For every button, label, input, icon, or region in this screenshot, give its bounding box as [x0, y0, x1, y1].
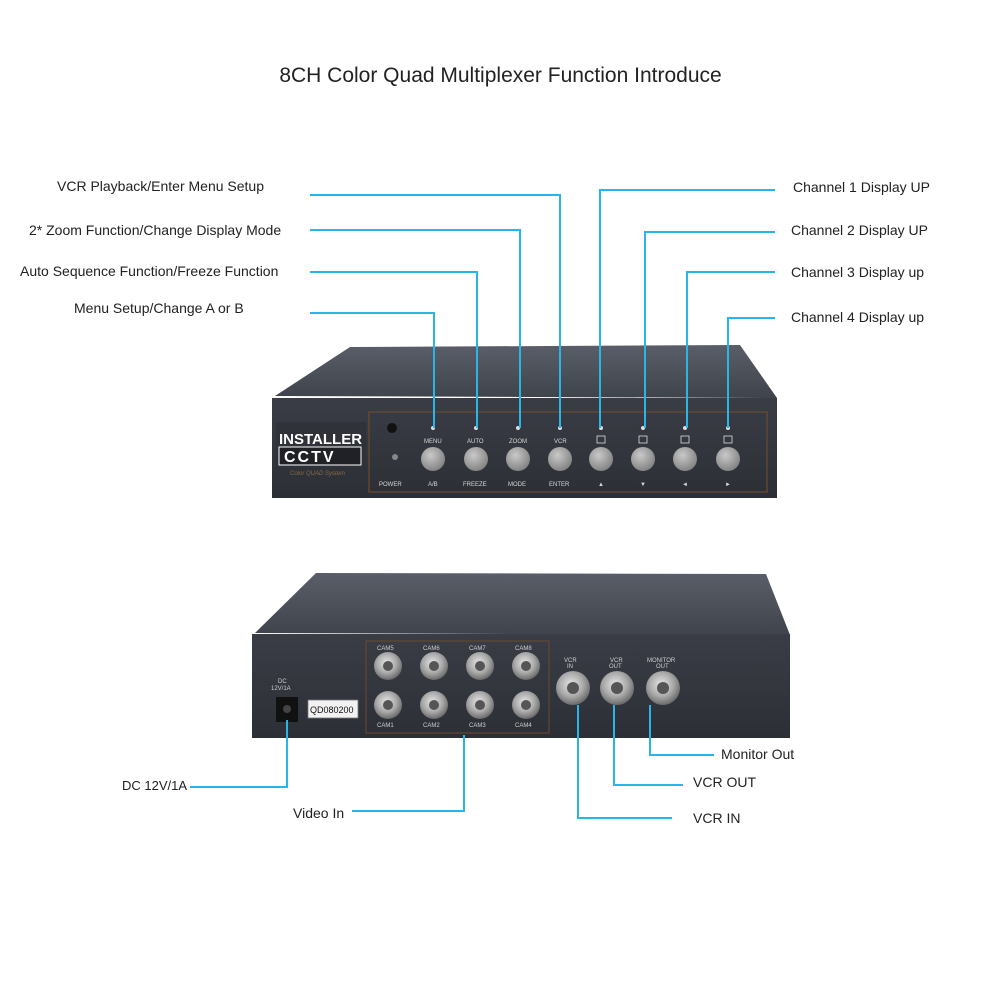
line-ch3 [686, 271, 775, 428]
line-zoom [310, 229, 521, 428]
brand-sub: Color QUAD System [290, 471, 345, 477]
ch2-bottom-label: ▼ [640, 482, 646, 488]
power-label: POWER [379, 482, 402, 488]
menu-button[interactable] [421, 447, 445, 471]
model-sticker [307, 699, 359, 719]
vcr-out-label-2: OUT [609, 664, 622, 670]
cam3-label: CAM3 [469, 723, 486, 729]
callout-monitor-out: Monitor Out [721, 746, 795, 762]
power-switch [392, 454, 398, 460]
rear-unit-top [255, 573, 790, 635]
line-monitor-out [649, 705, 714, 756]
brand-cctv: CCTV [284, 449, 336, 466]
brand-installer: INSTALLER [279, 431, 362, 448]
ch3-button[interactable] [673, 447, 697, 471]
monitor-out-label-1: MONITOR [647, 658, 676, 664]
callout-vcr-out: VCR OUT [693, 774, 756, 790]
vcr-top-label: VCR [554, 439, 567, 445]
cam6-label: CAM6 [423, 646, 440, 652]
ch4-quad-icon [723, 435, 733, 444]
callout-channel-1: Channel 1 Display UP [793, 179, 930, 195]
dc-jack-hole [283, 705, 291, 713]
cam6-bnc-pin [429, 661, 439, 671]
cam3-bnc-pin [475, 700, 485, 710]
rear-callout-lines [190, 705, 714, 819]
monitor-out-bnc-pin [657, 682, 669, 694]
cam8-bnc-pin [521, 661, 531, 671]
vcr-in-label-1: VCR [564, 658, 577, 664]
auto-top-label: AUTO [467, 439, 484, 445]
cam7-bnc-pin [475, 661, 485, 671]
vcr-out-bnc-pin [611, 682, 623, 694]
cam2-label: CAM2 [423, 723, 440, 729]
front-unit: INSTALLER CCTV Color QUAD System POWER M… [272, 345, 777, 498]
video-in-block [365, 640, 550, 734]
auto-bottom-label: FREEZE [463, 482, 487, 488]
ch3-bottom-label: ◄ [682, 482, 688, 488]
line-ch2 [644, 231, 775, 428]
menu-bottom-label: A/B [428, 482, 438, 488]
rear-unit: DC 12V/1A QD080200 CAM5 CAM6 CAM7 CAM8 C… [252, 573, 790, 738]
ch2-quad-icon [638, 435, 648, 444]
ch4-button[interactable] [716, 447, 740, 471]
monitor-out-label-2: OUT [656, 664, 669, 670]
ch4-bottom-label: ► [725, 482, 731, 488]
vcr-out-label-1: VCR [610, 658, 623, 664]
ch1-bottom-label: ▲ [598, 482, 604, 488]
zoom-bottom-label: MODE [508, 482, 526, 488]
auto-button[interactable] [464, 447, 488, 471]
ch1-quad-icon [596, 435, 606, 444]
ch1-button[interactable] [589, 447, 613, 471]
callout-dc-power: DC 12V/1A [122, 778, 188, 793]
callout-video-in: Video In [293, 805, 345, 821]
callout-channel-2: Channel 2 Display UP [791, 222, 928, 238]
vcr-in-label-2: IN [567, 664, 573, 670]
dc-label-1: DC [278, 679, 287, 685]
cam5-bnc-pin [383, 661, 393, 671]
vcr-in-bnc-pin [567, 682, 579, 694]
callout-menu-ab: Menu Setup/Change A or B [74, 300, 244, 316]
cam4-label: CAM4 [515, 723, 532, 729]
line-vcr [310, 194, 561, 428]
zoom-top-label: ZOOM [509, 439, 527, 445]
line-video-in [352, 735, 465, 812]
line-vcr-in [577, 705, 672, 819]
line-ch1 [599, 189, 775, 428]
front-callout-lines [310, 189, 775, 428]
line-menu [310, 312, 435, 428]
front-unit-top [275, 345, 777, 398]
cam4-bnc-pin [521, 700, 531, 710]
dc-label-2: 12V/1A [271, 686, 291, 692]
zoom-button[interactable] [506, 447, 530, 471]
callout-vcr-in: VCR IN [693, 810, 741, 826]
cam1-bnc-pin [383, 700, 393, 710]
ch2-button[interactable] [631, 447, 655, 471]
vcr-button[interactable] [548, 447, 572, 471]
line-auto [310, 271, 478, 428]
callout-channel-4: Channel 4 Display up [791, 309, 925, 325]
ch3-quad-icon [680, 435, 690, 444]
page-title: 8CH Color Quad Multiplexer Function Intr… [279, 64, 722, 87]
line-ch4 [727, 317, 775, 428]
vcr-bottom-label: ENTER [549, 482, 570, 488]
cam7-label: CAM7 [469, 646, 486, 652]
menu-top-label: MENU [424, 439, 442, 445]
rear-unit-face [252, 634, 790, 738]
cam2-bnc-pin [429, 700, 439, 710]
brand-cctv-box [278, 446, 362, 466]
cam1-label: CAM1 [377, 723, 394, 729]
callout-channel-3: Channel 3 Display up [791, 264, 925, 280]
callout-zoom-mode: 2* Zoom Function/Change Display Mode [29, 222, 282, 238]
line-vcr-out [613, 705, 683, 786]
line-dc [190, 720, 288, 788]
power-led [387, 423, 397, 433]
cam5-label: CAM5 [377, 646, 394, 652]
cam8-label: CAM8 [515, 646, 532, 652]
callout-auto-freeze: Auto Sequence Function/Freeze Function [20, 263, 279, 279]
front-panel-frame [368, 411, 768, 493]
front-buttons: MENU A/B AUTO FREEZE ZOOM MODE VCR ENTER… [421, 426, 740, 488]
callout-vcr-playback: VCR Playback/Enter Menu Setup [57, 178, 264, 194]
model-sticker-text: QD080200 [310, 705, 354, 715]
